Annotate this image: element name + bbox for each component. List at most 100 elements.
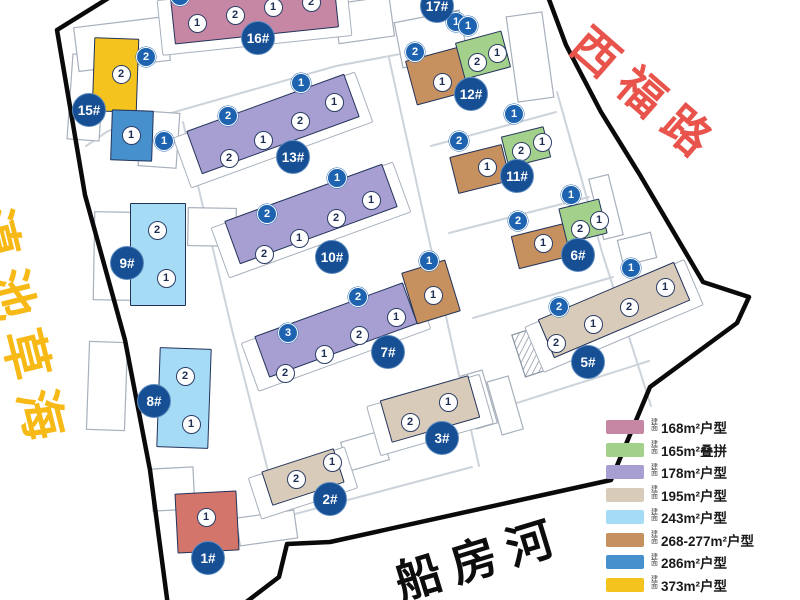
- unit-number-circle: 2: [111, 64, 131, 84]
- unit-number-circle: 1: [621, 258, 641, 278]
- unit-number-circle: 2: [218, 106, 238, 126]
- unit-number-circle: 2: [546, 333, 566, 353]
- unit-number-circle: 1: [423, 285, 443, 305]
- building-badge-12[interactable]: 12#: [454, 77, 488, 111]
- unit-number-circle: 1: [154, 131, 174, 151]
- unit-number-circle: 1: [532, 132, 552, 152]
- building-badge-13[interactable]: 13#: [276, 140, 310, 174]
- legend-label: 243m²户型: [661, 511, 728, 526]
- legend-swatch: [606, 577, 644, 592]
- building-badge-8[interactable]: 8#: [137, 384, 171, 418]
- unit-number-circle: 2: [136, 47, 156, 67]
- legend-prefix: 建面: [651, 553, 658, 568]
- building-badge-10[interactable]: 10#: [315, 240, 349, 274]
- unit-number-circle: 1: [487, 43, 507, 63]
- building-badge-6[interactable]: 6#: [561, 238, 595, 272]
- unit-number-circle: 2: [511, 141, 531, 161]
- unit-number-circle: 2: [508, 211, 528, 231]
- unit-number-circle: 2: [257, 204, 277, 224]
- unit-number-circle: 1: [291, 73, 311, 93]
- unit-number-circle: 1: [458, 16, 478, 36]
- legend-prefix: 建面: [651, 508, 658, 523]
- building-badge-15[interactable]: 15#: [72, 93, 106, 127]
- unit-number-circle: 2: [570, 219, 590, 239]
- legend-prefix: 建面: [651, 576, 658, 590]
- unit-number-circle: 1: [187, 13, 207, 33]
- unit-number-circle: 1: [253, 130, 273, 150]
- building-badge-5[interactable]: 5#: [571, 345, 605, 379]
- unit-number-circle: 1: [327, 168, 347, 188]
- unit-number-circle: 2: [254, 244, 274, 264]
- unit-number-circle: 1: [324, 92, 344, 112]
- legend-label: 178m²户型: [661, 466, 728, 481]
- unit-number-circle: 1: [156, 268, 176, 288]
- unit-number-circle: 1: [561, 185, 581, 205]
- unit-number-circle: 2: [275, 363, 295, 383]
- unit-number-circle: 2: [290, 111, 310, 131]
- legend-label: 195m²户型: [661, 488, 728, 504]
- legend-swatch: [606, 510, 644, 524]
- unit-number-circle: 1: [432, 72, 452, 92]
- building-badge-7[interactable]: 7#: [371, 335, 405, 369]
- building-badge-1[interactable]: 1#: [191, 541, 225, 575]
- legend-swatch: [606, 420, 644, 434]
- unit-number-circle: 2: [147, 220, 167, 240]
- legend-prefix: 建面: [651, 531, 658, 545]
- legend-label: 286m²户型: [661, 556, 728, 571]
- legend-label: 168m²户型: [661, 421, 728, 436]
- legend-swatch: [606, 442, 644, 457]
- legend-swatch: [606, 487, 644, 502]
- unit-number-circle: 2: [405, 42, 425, 62]
- legend-swatch: [606, 532, 644, 547]
- legend-prefix: 建面: [651, 486, 658, 500]
- unit-number-circle: 1: [181, 414, 201, 434]
- unit-number-circle: 1: [121, 125, 141, 145]
- unit-number-circle: 2: [619, 297, 639, 317]
- unit-number-circle: 1: [196, 507, 216, 527]
- site-boundary: [54, 0, 752, 600]
- unit-number-circle: 2: [225, 5, 245, 25]
- unit-number-circle: 2: [549, 297, 569, 317]
- unit-number-circle: 1: [438, 392, 458, 412]
- unit-number-circle: 2: [326, 208, 346, 228]
- legend-prefix: 建面: [651, 463, 658, 478]
- building-badge-3[interactable]: 3#: [425, 421, 459, 455]
- unit-number-circle: 2: [348, 287, 368, 307]
- unit-number-circle: 1: [361, 190, 381, 210]
- unit-number-circle: 1: [583, 314, 603, 334]
- legend-label: 165m²叠拼: [661, 443, 728, 459]
- unit-number-circle: 1: [533, 233, 553, 253]
- unit-number-circle: 1: [655, 277, 675, 297]
- building-badge-2[interactable]: 2#: [313, 482, 347, 516]
- unit-number-circle: 1: [314, 344, 334, 364]
- unit-number-circle: 1: [386, 307, 406, 327]
- legend-label: 268-277m²户型: [661, 533, 755, 549]
- building-badge-16[interactable]: 16#: [241, 21, 275, 55]
- legend-prefix: 建面: [651, 418, 658, 433]
- unit-number-circle: 2: [175, 366, 195, 386]
- unit-number-circle: 1: [504, 104, 524, 124]
- unit-number-circle: 2: [219, 148, 239, 168]
- legend-swatch: [606, 555, 644, 569]
- legend-swatch: [606, 465, 644, 479]
- unit-number-circle: 2: [449, 131, 469, 151]
- unit-number-circle: 1: [289, 228, 309, 248]
- building-badge-9[interactable]: 9#: [110, 246, 144, 280]
- legend-label: 373m²户型: [661, 578, 728, 594]
- unit-number-circle: 2: [467, 52, 487, 72]
- unit-number-circle: 2: [349, 325, 369, 345]
- building-badge-11[interactable]: 11#: [500, 159, 534, 193]
- unit-number-circle: 2: [400, 412, 420, 432]
- unit-number-circle: 2: [301, 0, 321, 12]
- unit-number-circle: 1: [322, 452, 342, 472]
- unit-number-circle: 1: [263, 0, 283, 17]
- legend-prefix: 建面: [651, 441, 658, 455]
